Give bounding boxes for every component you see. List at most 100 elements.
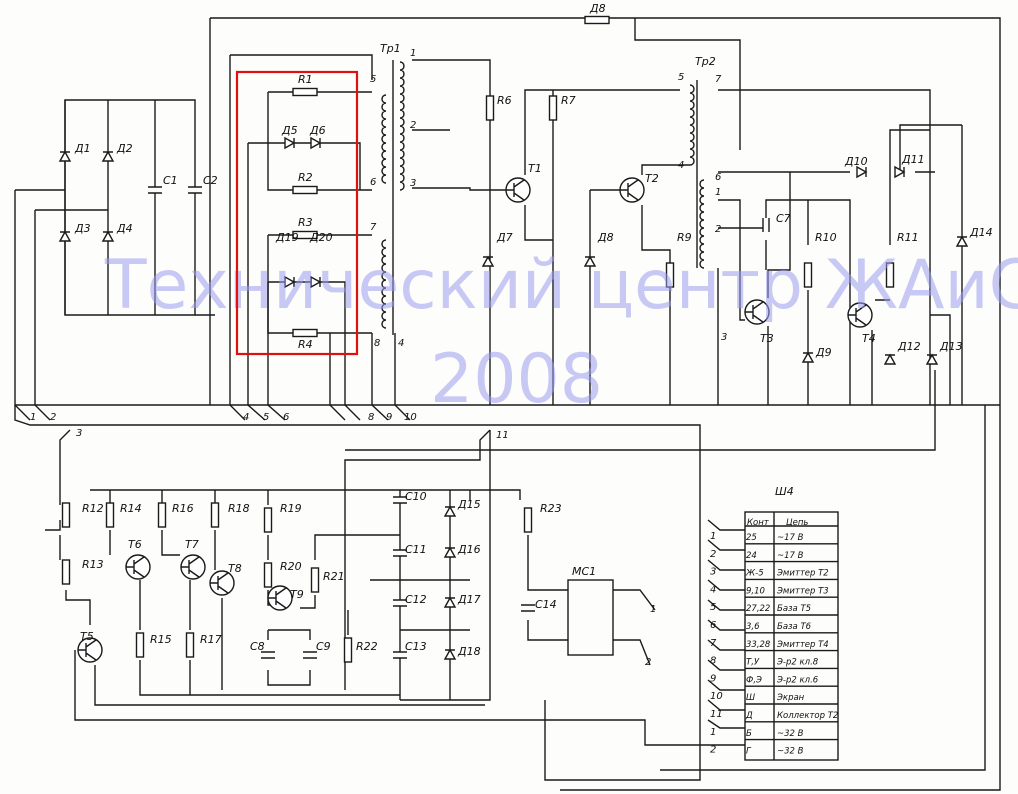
row-pin-number: 1 — [710, 727, 716, 738]
tr2-secondary-coil — [699, 179, 705, 269]
wire-number: 3 — [76, 428, 82, 439]
resistor-r10 — [803, 262, 813, 288]
row-contact: Г — [746, 747, 752, 757]
label-d7: Д7 — [496, 231, 513, 244]
diode-d13 — [925, 353, 939, 365]
diode-d19 — [284, 275, 296, 289]
wire — [412, 129, 508, 191]
wire-number: 9 — [386, 412, 392, 423]
label-d2: Д2 — [116, 142, 133, 155]
label-r15: R15 — [150, 633, 172, 646]
pin: 1 — [715, 187, 721, 198]
label-c14: C14 — [535, 598, 557, 611]
transformer-coils — [381, 60, 705, 335]
wire — [345, 370, 936, 451]
resistor-r1 — [292, 87, 318, 97]
pin: 8 — [374, 338, 380, 349]
wire-numbers: 1 2 3 4 5 6 8 9 10 11 — [30, 412, 509, 441]
watermark-line1: Технический центр ЖАиС — [104, 246, 1018, 325]
label-d19: Д19 — [275, 231, 299, 244]
wire — [64, 100, 156, 315]
row-pin-number: 9 — [710, 673, 716, 684]
row-pin-number: 6 — [710, 620, 716, 631]
row-circuit: Коллектор Т2 — [777, 711, 838, 721]
label-t7: T7 — [185, 538, 199, 551]
pin: 4 — [398, 338, 404, 349]
wire — [34, 210, 51, 421]
diode-d20 — [310, 275, 322, 289]
wire — [469, 430, 491, 701]
row-circuit: ~32 В — [777, 729, 804, 739]
label-t8: T8 — [228, 562, 242, 575]
label-t2: T2 — [645, 172, 659, 185]
diode-d5 — [284, 136, 296, 150]
diode-d14 — [955, 235, 969, 247]
wire — [527, 535, 656, 666]
label-c9: C9 — [316, 640, 331, 653]
label-d11: Д11 — [901, 153, 925, 166]
wire — [90, 489, 521, 505]
row-circuit: ~17 В — [777, 551, 804, 561]
resistor-r19 — [263, 507, 273, 533]
wires — [14, 17, 1001, 791]
label-d20: Д20 — [309, 231, 333, 244]
header-circuit: Цепь — [786, 518, 808, 528]
resistor-r13 — [61, 559, 71, 585]
diode-d16 — [443, 546, 457, 558]
tr1-secondary-coil — [381, 239, 387, 329]
pin: 6 — [370, 177, 376, 188]
resistor-r8top — [584, 15, 610, 25]
wire — [871, 129, 930, 405]
tr2-primary-coil — [689, 84, 695, 166]
label-d12: Д12 — [897, 340, 921, 353]
row-pin-number: 1 — [710, 531, 716, 542]
wire — [14, 190, 31, 421]
mc1-out2: 2 — [645, 657, 651, 668]
diode-d15 — [443, 505, 457, 517]
wire — [767, 172, 791, 405]
highlight-box — [235, 70, 359, 356]
diode-d2 — [101, 150, 115, 162]
row-contact: 24 — [746, 551, 757, 561]
wire — [412, 59, 491, 405]
diode-d1 — [58, 150, 72, 162]
resistor-r2 — [292, 185, 318, 195]
wire-number: 1 — [30, 412, 36, 423]
label-c10: C10 — [405, 490, 427, 503]
capacitor-c7 — [762, 218, 770, 232]
wire-number: 5 — [263, 412, 269, 423]
wire — [139, 580, 400, 696]
label-r14: R14 — [120, 502, 142, 515]
wire — [74, 650, 745, 746]
wire — [329, 333, 346, 421]
tr1-primary-coil — [399, 61, 405, 191]
label-d14: Д14 — [969, 226, 993, 239]
row-contact: 9,10 — [746, 586, 765, 596]
wire — [718, 89, 931, 330]
row-circuit: Эмиттер Т2 — [776, 569, 829, 579]
resistor-r22 — [343, 637, 353, 663]
tr2-pins: 5 7 4 6 1 2 3 — [678, 72, 727, 343]
resistor-r11 — [885, 262, 895, 288]
row-contact: 33,28 — [746, 640, 771, 650]
label-d5: Д5 — [281, 124, 298, 137]
resistor-r14 — [105, 502, 115, 528]
row-pin-number: 11 — [710, 709, 723, 720]
label-d10: Д10 — [844, 155, 868, 168]
wire — [221, 598, 311, 690]
wire — [589, 164, 690, 405]
transistor-t4 — [847, 302, 873, 328]
wire-top-rail — [210, 17, 1001, 400]
capacitor-c2 — [188, 186, 202, 194]
watermark-line2: 2008 — [430, 340, 603, 419]
diode-d18 — [443, 648, 457, 660]
